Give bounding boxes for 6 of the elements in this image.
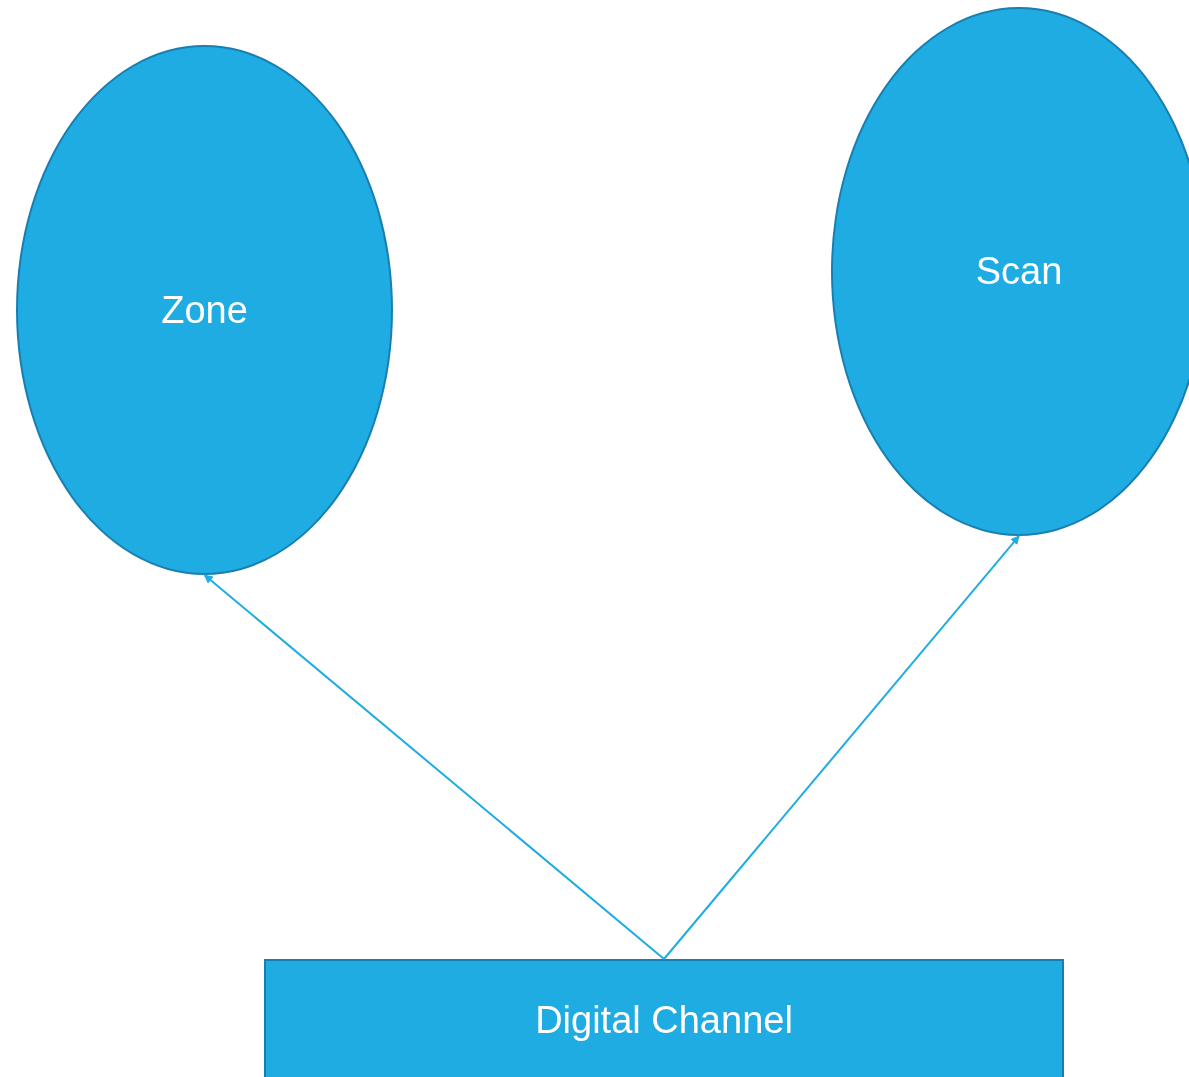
node-label: Digital Channel bbox=[535, 999, 793, 1042]
node-label: Zone bbox=[161, 288, 248, 332]
arrow bbox=[663, 535, 1020, 960]
process-box bbox=[264, 959, 1064, 1077]
arrow bbox=[203, 574, 665, 960]
node-label: Scan bbox=[975, 250, 1063, 293]
